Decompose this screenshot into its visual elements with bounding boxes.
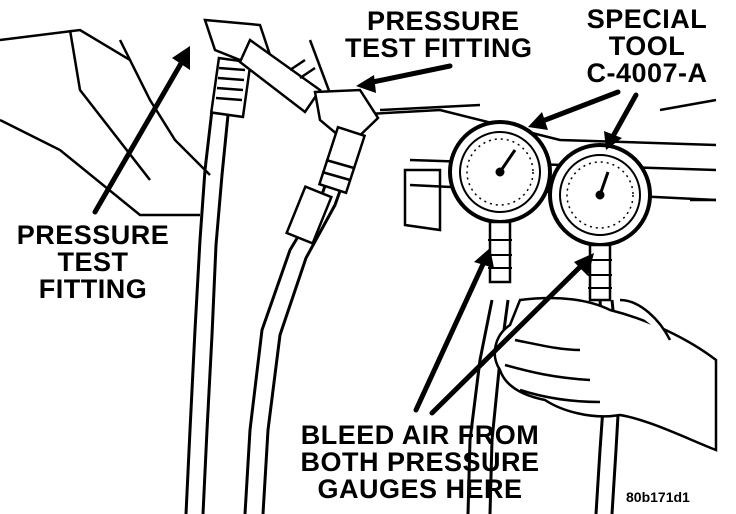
label-line: C-4007-A: [586, 58, 708, 88]
label-pressure-test-fitting-top: PRESSURE TEST FITTING: [345, 8, 533, 62]
label-line: PRESSURE: [367, 6, 520, 36]
label-special-tool: SPECIAL TOOL C-4007-A: [572, 6, 722, 87]
middle-hose: [243, 129, 362, 514]
arrowheads: [172, 46, 622, 276]
label-line: BLEED AIR FROM: [300, 420, 540, 450]
label-pressure-test-fitting-left: PRESSURE TEST FITTING: [4, 222, 182, 303]
label-line: GAUGES HERE: [317, 474, 523, 504]
label-line: PRESSURE: [16, 220, 170, 250]
hand: [493, 296, 718, 452]
gauge-right: [548, 143, 652, 302]
left-fitting: [203, 18, 322, 119]
label-bleed-air: BLEED AIR FROM BOTH PRESSURE GAUGES HERE: [270, 422, 570, 503]
label-line: TEST FITTING: [345, 33, 533, 63]
label-line: TOOL: [608, 31, 686, 61]
left-hose: [184, 64, 242, 514]
label-line: SPECIAL: [586, 4, 708, 34]
arrows: [92, 57, 639, 416]
middle-fitting: [285, 88, 380, 246]
label-line: BOTH PRESSURE: [300, 447, 540, 477]
gauge-left: [448, 120, 552, 284]
figure-code: 80b171d1: [626, 489, 690, 505]
label-line: FITTING: [38, 274, 148, 304]
label-line: TEST: [57, 247, 129, 277]
